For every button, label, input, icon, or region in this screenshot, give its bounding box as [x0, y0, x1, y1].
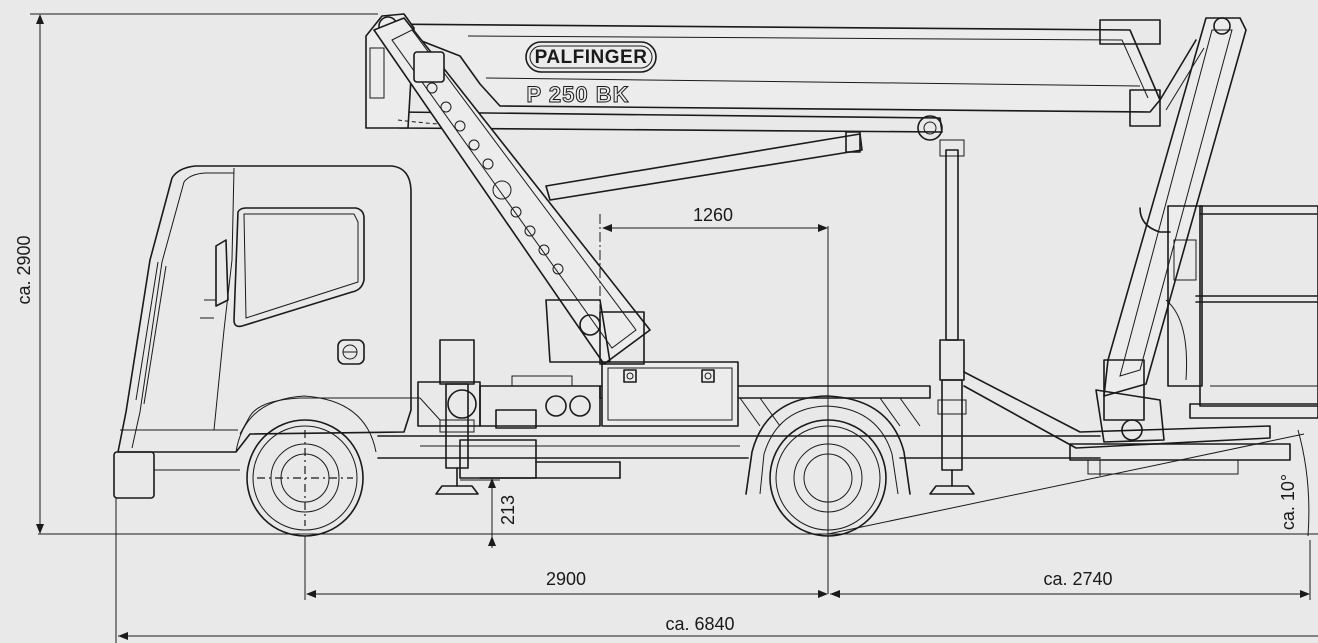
lift-arm-holes — [426, 82, 564, 275]
dimension-wheelbase: 2900 — [304, 536, 828, 600]
lift-cylinder — [545, 131, 863, 201]
brand-label: PALFINGER — [535, 47, 648, 68]
dimension-outrigger-spacing: 1260 — [599, 205, 829, 594]
truck-cab — [113, 165, 441, 499]
dimension-angle-label: ca. 10° — [1278, 474, 1298, 530]
dimension-overhang-label: ca. 2740 — [1043, 569, 1112, 589]
dimension-wheelbase-label: 2900 — [546, 569, 586, 589]
chassis-frame — [377, 385, 1101, 479]
dimension-outrigger-label: 1260 — [693, 205, 733, 225]
dimension-height: ca. 2900 — [14, 13, 378, 534]
boom-branding: PALFINGER P 250 BK — [525, 41, 657, 108]
dimension-height-label: ca. 2900 — [14, 235, 34, 304]
rear-outrigger — [929, 139, 975, 495]
dimension-rear-overhang: ca. 2740 — [830, 540, 1311, 600]
dimension-total-length: ca. 6840 — [115, 498, 1318, 643]
model-label: P 250 BK — [527, 82, 630, 107]
work-basket — [1139, 205, 1318, 419]
dimension-ground-clearance: 213 — [460, 478, 518, 548]
dimension-length-label: ca. 6840 — [665, 614, 734, 634]
lift-arm — [373, 17, 651, 365]
front-outrigger — [435, 339, 479, 495]
tool-box — [601, 361, 739, 427]
jib-arm — [1095, 17, 1247, 443]
dimension-clearance-label: 213 — [498, 495, 518, 525]
hydraulic-block — [417, 375, 601, 429]
front-wheel — [235, 395, 377, 537]
dimension-departure-angle: ca. 10° — [827, 429, 1310, 537]
